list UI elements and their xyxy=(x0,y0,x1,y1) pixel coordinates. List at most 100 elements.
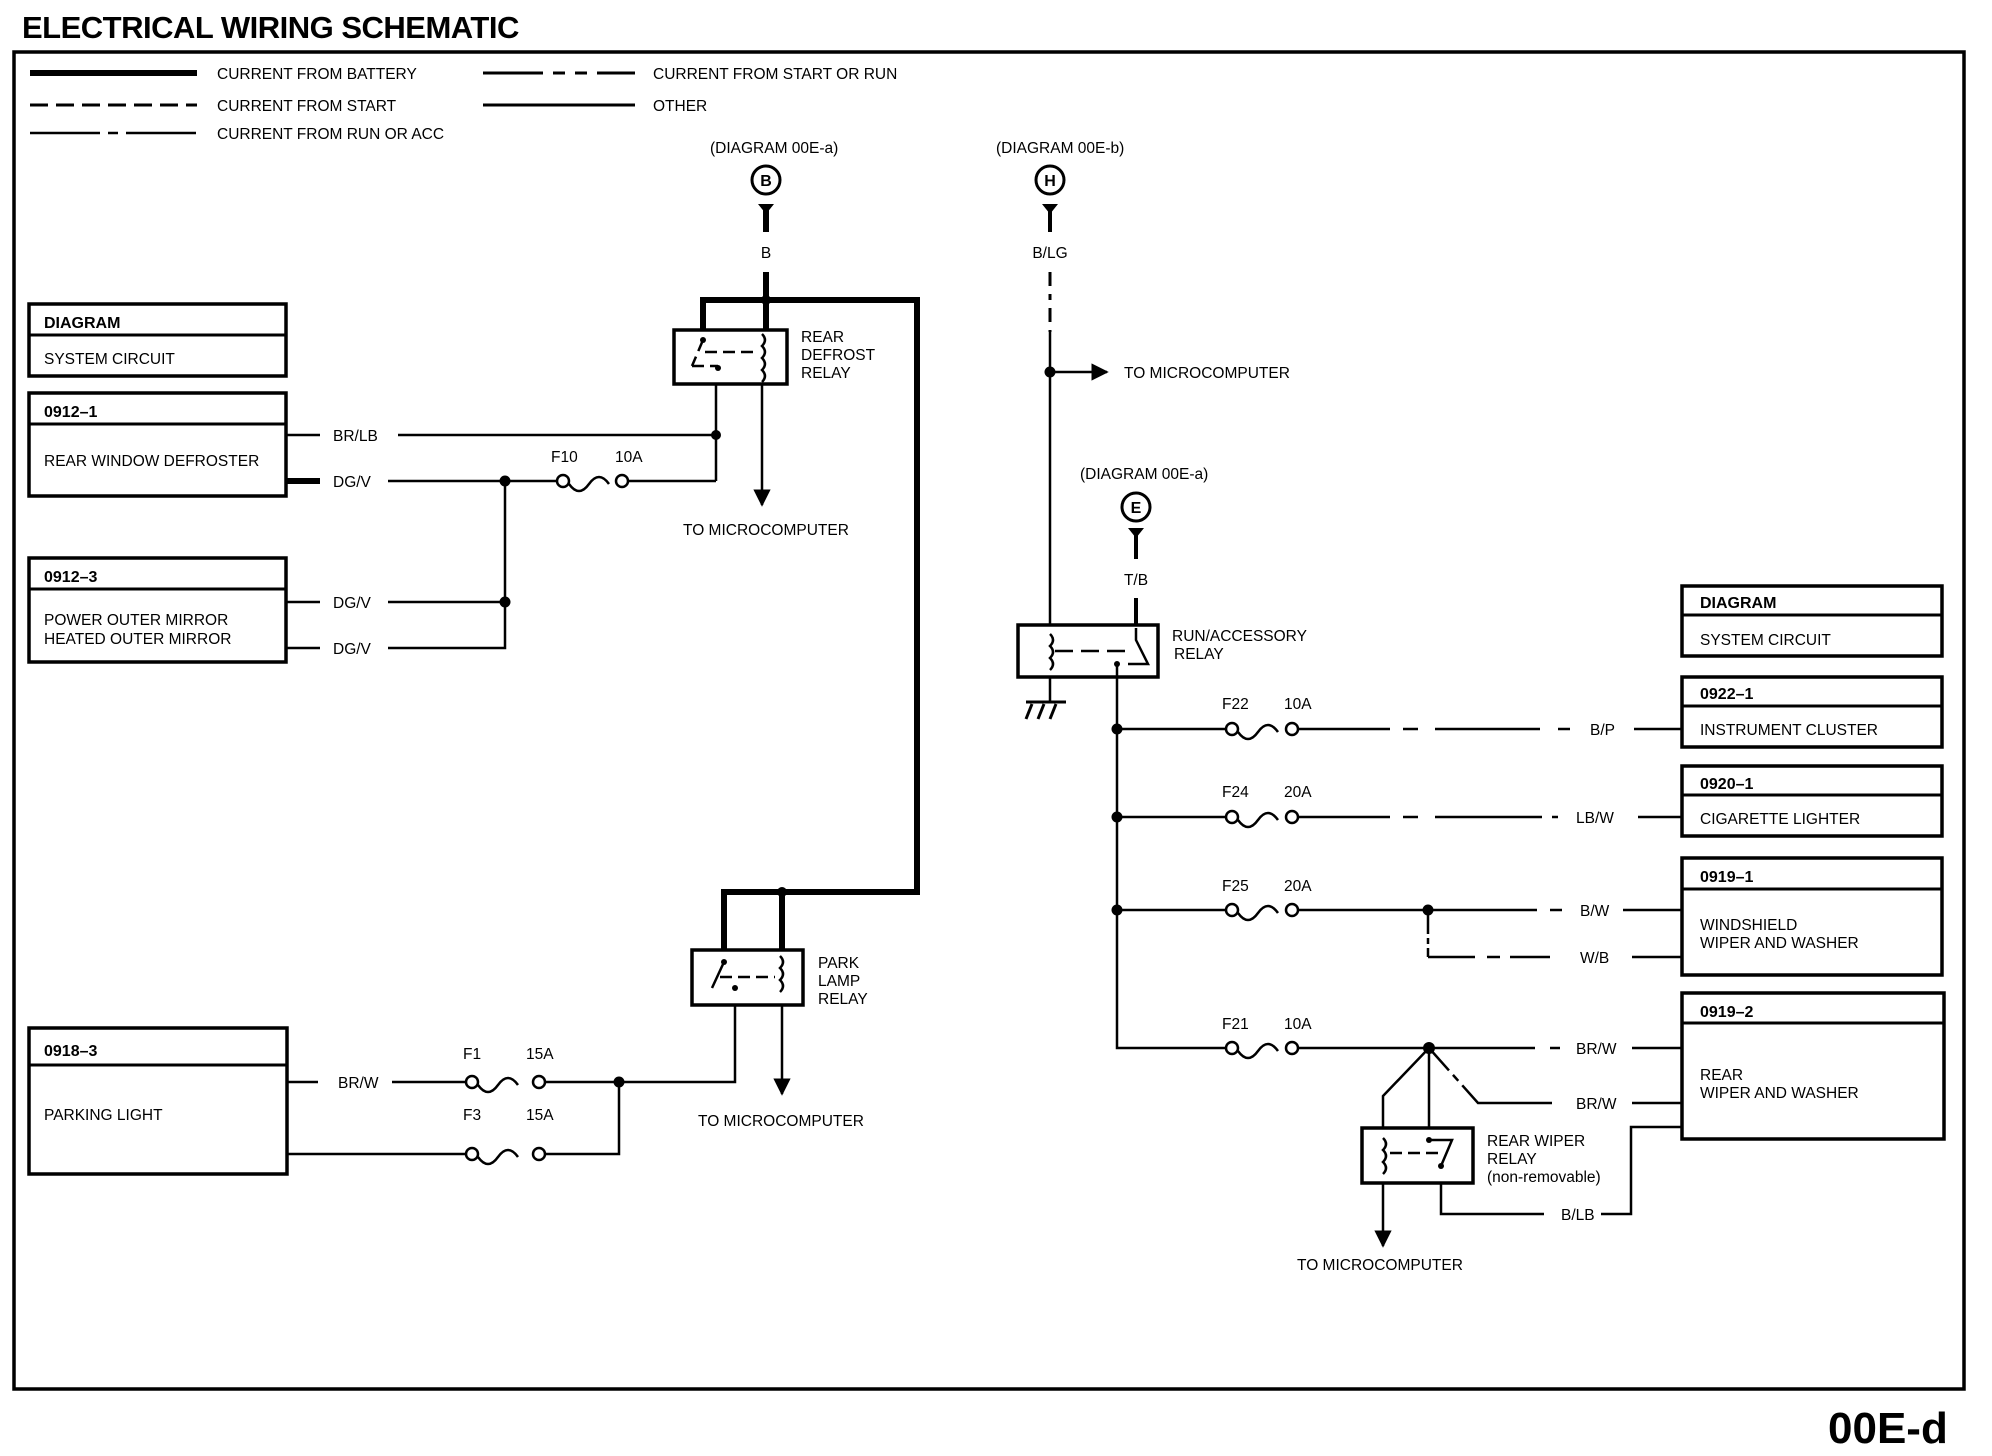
fuse-id: F22 xyxy=(1222,696,1249,713)
legend-label-run-acc: CURRENT FROM RUN OR ACC xyxy=(217,126,444,143)
circuit-box-0912-3[interactable]: 0912–3 POWER OUTER MIRROR HEATED OUTER M… xyxy=(27,556,288,664)
wire-label: B/P xyxy=(1590,722,1615,739)
run-acc-feed: TO MICROCOMPUTER xyxy=(1044,272,1290,702)
connector-e-ref: (DIAGRAM 00E-a) xyxy=(1080,466,1208,483)
to-microcomputer-label: TO MICROCOMPUTER xyxy=(698,1113,864,1130)
circuit-code: 0922–1 xyxy=(1700,686,1753,703)
run-accessory-relay-box xyxy=(1016,623,1160,679)
fuse-icon xyxy=(1236,1042,1280,1060)
relay-label: RELAY xyxy=(818,991,868,1008)
relay-coil-icon xyxy=(1381,1137,1388,1175)
page-title: ELECTRICAL WIRING SCHEMATIC xyxy=(22,10,519,45)
connector-h: (DIAGRAM 00E-b) H B/LG xyxy=(996,140,1124,262)
rear-wiper-relay: REAR WIPER RELAY (non-removable) xyxy=(1360,1126,1601,1186)
fuse-rating: 10A xyxy=(615,449,643,466)
wires-0912-3: DG/V DG/V xyxy=(286,481,511,658)
relay-label: RUN/ACCESSORY xyxy=(1172,628,1307,645)
run-accessory-relay: RUN/ACCESSORY RELAY xyxy=(1016,623,1307,720)
fuse-rating: 20A xyxy=(1284,878,1312,895)
relay-coil-icon xyxy=(1048,633,1055,671)
circuit-box-0918-3[interactable]: 0918–3 PARKING LIGHT xyxy=(27,1026,289,1176)
connector-e-letter: E xyxy=(1131,500,1142,517)
ground-icon xyxy=(1024,700,1066,720)
branch-f22: F22 10A B/P xyxy=(1117,696,1682,741)
fuse-icon xyxy=(1236,904,1280,922)
fuse-rating: 15A xyxy=(526,1107,554,1124)
branch-f21: F21 10A BR/W BR/W B/LB TO MICROCOMPUTER xyxy=(1222,1016,1682,1274)
fuse-icon xyxy=(476,1076,520,1094)
fuse-f1: F1 15A xyxy=(463,1046,554,1094)
circuit-name: REAR WINDOW DEFROSTER xyxy=(44,453,259,470)
relay-label: PARK xyxy=(818,955,860,972)
branch-f25: F25 20A B/W W/B xyxy=(1117,878,1682,967)
wire-label: DG/V xyxy=(333,595,372,612)
relay-label: DEFROST xyxy=(801,347,876,364)
wire-label: B/W xyxy=(1580,903,1610,920)
to-microcomputer-label: TO MICROCOMPUTER xyxy=(683,522,849,539)
wire-label: BR/W xyxy=(1576,1041,1617,1058)
relay-label: REAR xyxy=(801,329,844,346)
connector-b-letter: B xyxy=(760,173,772,190)
rear-defrost-relay: REAR DEFROST RELAY TO MICROCOMPUTER xyxy=(672,328,876,539)
fuse-icon xyxy=(476,1148,520,1166)
circuit-box-0912-1[interactable]: 0912–1 REAR WINDOW DEFROSTER xyxy=(27,391,288,498)
fuse-f3: F3 15A xyxy=(463,1107,554,1166)
circuit-name: REAR xyxy=(1700,1067,1743,1084)
legend: CURRENT FROM BATTERY CURRENT FROM START … xyxy=(30,66,897,143)
circuit-code: 0918–3 xyxy=(44,1043,97,1060)
fuse-id: F3 xyxy=(463,1107,481,1124)
relay-label: RELAY xyxy=(801,365,851,382)
connector-e: (DIAGRAM 00E-a) E T/B xyxy=(1080,466,1208,628)
connector-h-ref: (DIAGRAM 00E-b) xyxy=(996,140,1124,157)
connector-h-circle xyxy=(1034,164,1066,196)
relay-label: RELAY xyxy=(1487,1151,1537,1168)
wire-label: DG/V xyxy=(333,641,372,658)
relay-label: REAR WIPER xyxy=(1487,1133,1585,1150)
fuse-rating: 20A xyxy=(1284,784,1312,801)
circuit-name: INSTRUMENT CLUSTER xyxy=(1700,722,1878,739)
wires-0912-1: BR/LB DG/V xyxy=(286,384,721,491)
relay-label: RELAY xyxy=(1174,646,1224,663)
right-diagram-header-box: DIAGRAM SYSTEM CIRCUIT xyxy=(1680,584,1944,658)
circuit-code: 0912–3 xyxy=(44,569,97,586)
wire-label-b: B xyxy=(761,245,771,262)
wire-label-blg: B/LG xyxy=(1032,245,1067,262)
fuse-id: F1 xyxy=(463,1046,481,1063)
wire-label-tb: T/B xyxy=(1124,572,1148,589)
circuit-box-0919-1[interactable]: 0919–1 WINDSHIELD WIPER AND WASHER xyxy=(1680,856,1944,977)
circuit-code: 0919–1 xyxy=(1700,869,1753,886)
wires-0918-3: BR/W xyxy=(287,1075,625,1156)
wire-label: W/B xyxy=(1580,950,1609,967)
circuit-name: POWER OUTER MIRROR xyxy=(44,612,228,629)
wire-label: DG/V xyxy=(333,474,372,491)
connector-b-ref: (DIAGRAM 00E-a) xyxy=(710,140,838,157)
circuit-name: WIPER AND WASHER xyxy=(1700,935,1859,952)
wire-label: BR/W xyxy=(1576,1096,1617,1113)
fuse-id: F25 xyxy=(1222,878,1249,895)
circuit-box-0922-1[interactable]: 0922–1 INSTRUMENT CLUSTER xyxy=(1680,675,1944,749)
circuit-box-0919-2[interactable]: 0919–2 REAR WIPER AND WASHER xyxy=(1680,991,1946,1141)
circuit-code: 0912–1 xyxy=(44,404,97,421)
header-box-subtitle: SYSTEM CIRCUIT xyxy=(1700,632,1831,649)
circuit-box-0920-1[interactable]: 0920–1 CIGARETTE LIGHTER xyxy=(1680,764,1944,838)
outer-frame xyxy=(12,50,1966,1391)
fuse-bus xyxy=(1111,664,1232,1050)
circuit-code: 0919–2 xyxy=(1700,1004,1753,1021)
connector-e-circle xyxy=(1120,491,1152,523)
fuse-rating: 10A xyxy=(1284,1016,1312,1033)
connector-h-letter: H xyxy=(1044,173,1056,190)
wire-label: LB/W xyxy=(1576,810,1614,827)
fuse-rating: 10A xyxy=(1284,696,1312,713)
legend-label-start-run: CURRENT FROM START OR RUN xyxy=(653,66,897,83)
circuit-name: PARKING LIGHT xyxy=(44,1107,163,1124)
legend-label-other: OTHER xyxy=(653,98,707,115)
relay-label: LAMP xyxy=(818,973,860,990)
header-box-subtitle: SYSTEM CIRCUIT xyxy=(44,351,175,368)
relay-coil-icon xyxy=(778,955,785,993)
fuse-id: F21 xyxy=(1222,1016,1249,1033)
left-diagram-header-box: DIAGRAM SYSTEM CIRCUIT xyxy=(27,302,288,378)
fuse-f10: F10 10A xyxy=(551,449,643,493)
battery-bus xyxy=(700,272,920,950)
legend-label-start: CURRENT FROM START xyxy=(217,98,397,115)
